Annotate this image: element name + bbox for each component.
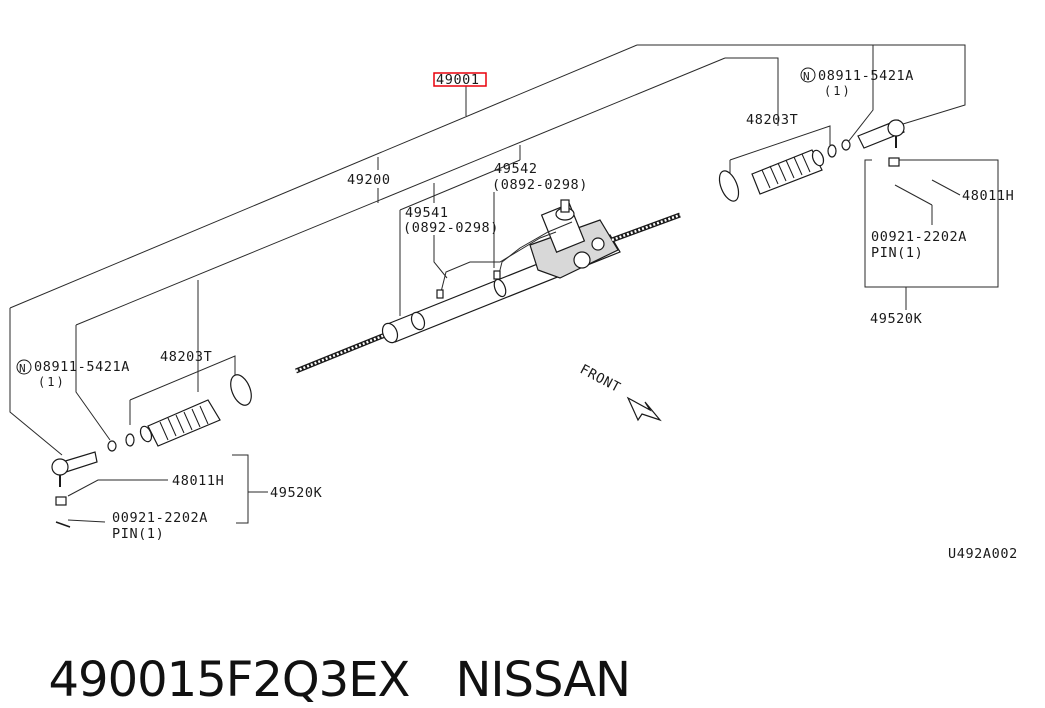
callout-48011h-right[interactable]: 48011H [962,188,1014,204]
callout-49520k-right[interactable]: 49520K [870,311,923,327]
n-symbol-left: N [16,359,32,375]
leader-lines [9,44,999,524]
n-symbol-right: N [800,67,816,83]
front-direction-arrow: FRONT [577,361,662,422]
callout-49541[interactable]: 49541 [405,205,449,221]
callout-49541-range: (0892-0298) [403,220,499,236]
callout-pin-left-code[interactable]: 00921-2202A [112,510,208,526]
callout-49542-range: (0892-0298) [492,177,588,193]
callout-49542[interactable]: 49542 [494,161,538,177]
callout-49520k-left[interactable]: 49520K [270,485,323,501]
callout-48203t-right[interactable]: 48203T [746,112,798,128]
callout-nut-right-qty: (1) [824,84,852,98]
svg-text:N: N [803,70,810,83]
svg-text:N: N [19,362,26,375]
callout-pin-right-label: PIN(1) [871,245,923,261]
footer-brand: NISSAN [455,652,631,708]
footer-caption: 490015F2Q3EX NISSAN [20,596,676,708]
right-boot-assembly [718,119,905,202]
steering-rack-assembly [295,199,681,374]
callout-nut-right-code[interactable]: 08911-5421A [818,68,914,84]
callout-48203t-left[interactable]: 48203T [160,349,212,365]
callout-48011h-left[interactable]: 48011H [172,473,224,489]
callout-nut-left-code[interactable]: 08911-5421A [34,359,130,375]
callout-nut-left-qty: (1) [38,375,66,389]
callout-49200[interactable]: 49200 [347,172,391,188]
callout-pin-left-label: PIN(1) [112,526,164,542]
front-label: FRONT [577,361,623,396]
left-boot-assembly [51,374,252,528]
highlight-box [433,72,487,87]
callout-49001[interactable]: 49001 [436,72,480,88]
footer-part-number: 490015F2Q3EX [48,652,411,708]
figure-code: U492A002 [948,546,1018,562]
parts-diagram: FRONT N N 49001 49200 49542 (0892-0298) … [9,44,1018,562]
callout-pin-right-code[interactable]: 00921-2202A [871,229,967,245]
